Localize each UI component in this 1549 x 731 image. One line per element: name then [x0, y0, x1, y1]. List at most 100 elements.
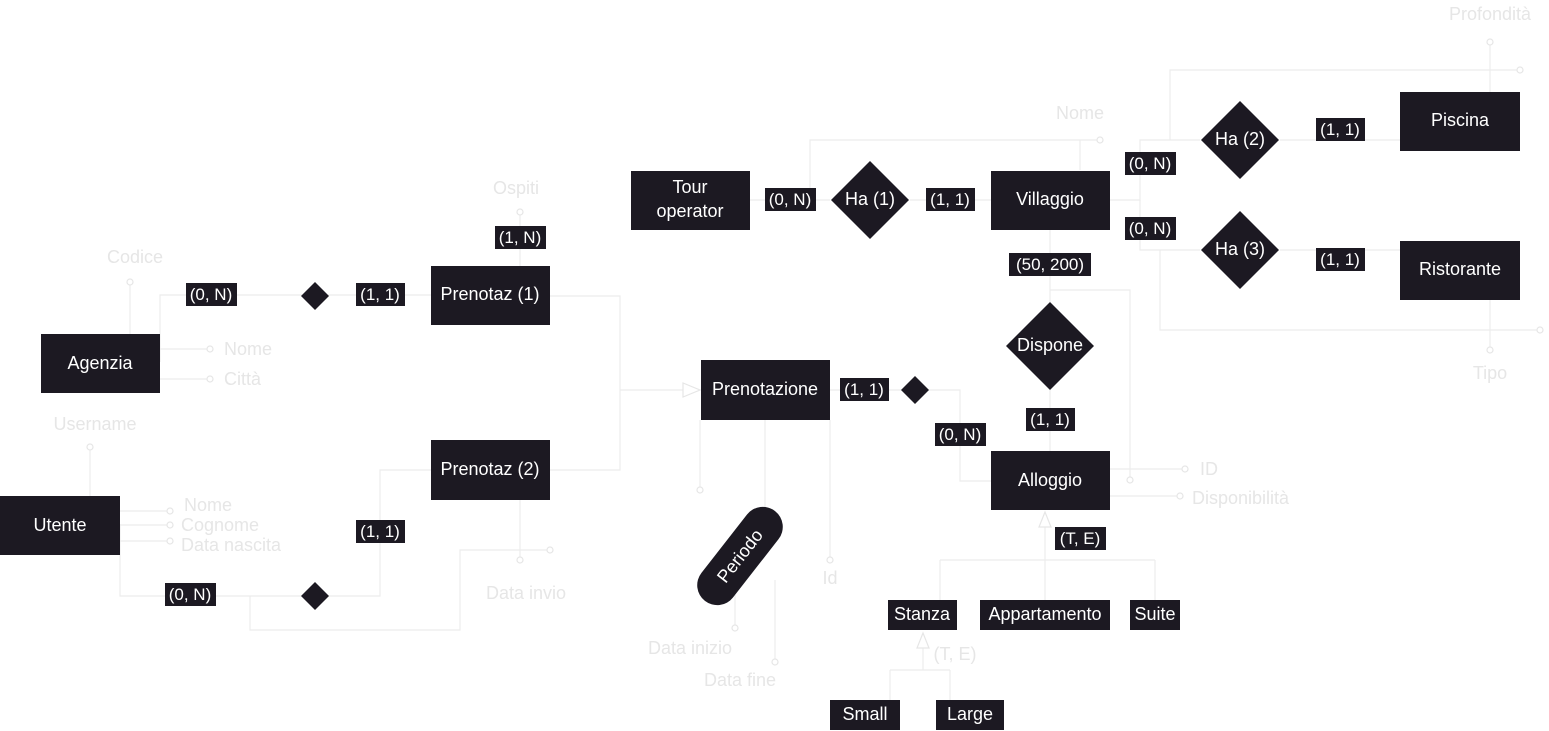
- svg-text:Ospiti: Ospiti: [493, 178, 539, 198]
- attribute-codice: Codice: [107, 247, 163, 286]
- svg-text:Data fine: Data fine: [704, 670, 776, 690]
- entity-suite[interactable]: Suite: [1130, 600, 1180, 630]
- svg-text:(0, N): (0, N): [769, 190, 812, 209]
- svg-text:Stanza: Stanza: [894, 604, 951, 624]
- entity-utente[interactable]: Utente: [0, 496, 120, 555]
- svg-text:Cognome: Cognome: [181, 515, 259, 535]
- attribute-agenzia-nome: Nome: [206, 339, 272, 359]
- relationship-ha-2[interactable]: Ha (2): [1201, 101, 1279, 179]
- entity-villaggio[interactable]: Villaggio: [991, 171, 1110, 230]
- attribute-data-inizio: Data inizio: [648, 624, 739, 658]
- attribute-alloggio-id: ID: [1126, 459, 1218, 484]
- svg-text:Nome: Nome: [1056, 103, 1104, 123]
- cardinality-villaggio-ha2: (0, N): [1125, 152, 1176, 175]
- svg-text:Appartamento: Appartamento: [988, 604, 1101, 624]
- generalization-arrow-alloggio: [1038, 510, 1052, 528]
- entity-tour-operator[interactable]: Tour operator: [631, 171, 750, 230]
- svg-text:(0, N): (0, N): [939, 425, 982, 444]
- attribute-ospiti: Ospiti: [493, 178, 539, 216]
- cardinality-alloggio-prenotazione: (0, N): [935, 423, 986, 446]
- relationship-prenotazione-alloggio[interactable]: [901, 376, 929, 404]
- entity-prenotazione[interactable]: Prenotazione: [701, 360, 830, 420]
- entity-alloggio[interactable]: Alloggio: [991, 451, 1110, 510]
- entity-large[interactable]: Large: [936, 700, 1004, 730]
- cardinality-stanza-isa: (T, E): [934, 644, 977, 664]
- relationship-utente-prenotaz[interactable]: [301, 582, 329, 610]
- svg-text:Prenotaz (1): Prenotaz (1): [440, 284, 539, 304]
- attribute-tipo: Tipo: [1473, 326, 1544, 383]
- entity-piscina[interactable]: Piscina: [1400, 92, 1520, 151]
- svg-text:(1, 1): (1, 1): [1320, 120, 1360, 139]
- svg-text:(T, E): (T, E): [934, 644, 977, 664]
- cardinality-ospiti: (1, N): [495, 226, 546, 249]
- svg-text:Disponibilità: Disponibilità: [1192, 488, 1290, 508]
- cardinality-villaggio-dispone: (50, 200): [1009, 253, 1091, 276]
- svg-text:Dispone: Dispone: [1017, 335, 1083, 355]
- svg-text:(T, E): (T, E): [1060, 529, 1101, 548]
- svg-text:Piscina: Piscina: [1431, 110, 1490, 130]
- relationship-ha-1[interactable]: Ha (1): [831, 161, 909, 239]
- attribute-citta: Città: [206, 369, 262, 389]
- cardinality-utente: (0, N): [165, 583, 216, 606]
- svg-text:Large: Large: [947, 704, 993, 724]
- svg-text:Id: Id: [822, 568, 837, 588]
- svg-text:(1, N): (1, N): [499, 228, 542, 247]
- relationship-ha-3[interactable]: Ha (3): [1201, 211, 1279, 289]
- svg-text:Suite: Suite: [1134, 604, 1175, 624]
- generalization-arrow-stanza: [916, 631, 930, 649]
- svg-text:Data inizio: Data inizio: [648, 638, 732, 658]
- cardinality-piscina: (1, 1): [1316, 118, 1365, 141]
- svg-text:Ha (3): Ha (3): [1215, 239, 1265, 259]
- attribute-data-invio: Data invio: [486, 546, 566, 603]
- svg-text:(0, N): (0, N): [169, 585, 212, 604]
- svg-text:operator: operator: [656, 201, 723, 221]
- attribute-profondita: Profondità: [1449, 4, 1532, 74]
- svg-text:Utente: Utente: [33, 515, 86, 535]
- svg-text:Ha (1): Ha (1): [845, 189, 895, 209]
- generalization-arrow-prenotazione: [682, 382, 702, 398]
- svg-text:(50, 200): (50, 200): [1016, 255, 1084, 274]
- svg-text:(0, N): (0, N): [1129, 154, 1172, 173]
- svg-text:Ha (2): Ha (2): [1215, 129, 1265, 149]
- cardinality-ristorante: (1, 1): [1316, 248, 1365, 271]
- svg-text:Città: Città: [224, 369, 262, 389]
- entity-ristorante[interactable]: Ristorante: [1400, 241, 1520, 300]
- cardinality-alloggio-isa: (T, E): [1055, 527, 1106, 550]
- attribute-data-nascita: Data nascita: [166, 535, 282, 555]
- svg-text:Ristorante: Ristorante: [1419, 259, 1501, 279]
- svg-text:(1, 1): (1, 1): [844, 380, 884, 399]
- svg-text:Data nascita: Data nascita: [181, 535, 282, 555]
- cardinality-villaggio-ha1: (1, 1): [926, 188, 975, 211]
- relationship-dispone[interactable]: Dispone: [1006, 302, 1094, 390]
- entity-prenotaz-2[interactable]: Prenotaz (2): [431, 440, 550, 500]
- attribute-disponibilita: Disponibilità: [1176, 488, 1290, 508]
- svg-text:(1, 1): (1, 1): [1030, 410, 1070, 429]
- svg-text:Username: Username: [53, 414, 136, 434]
- cardinality-prenotaz2: (1, 1): [356, 520, 405, 543]
- entity-appartamento[interactable]: Appartamento: [980, 600, 1110, 630]
- cardinality-dispone-alloggio: (1, 1): [1026, 408, 1075, 431]
- relationship-agenzia-prenotaz[interactable]: [301, 282, 329, 310]
- cardinality-villaggio-ha3: (0, N): [1125, 217, 1176, 240]
- svg-text:(1, 1): (1, 1): [360, 285, 400, 304]
- svg-text:(1, 1): (1, 1): [1320, 250, 1360, 269]
- attribute-username: Username: [53, 414, 137, 451]
- svg-text:Tipo: Tipo: [1473, 363, 1507, 383]
- entity-stanza[interactable]: Stanza: [888, 600, 957, 630]
- svg-text:ID: ID: [1200, 459, 1218, 479]
- entity-prenotaz-1[interactable]: Prenotaz (1): [431, 266, 550, 325]
- svg-text:(1, 1): (1, 1): [930, 190, 970, 209]
- svg-text:Tour: Tour: [672, 177, 707, 197]
- svg-text:Nome: Nome: [184, 495, 232, 515]
- svg-text:(1, 1): (1, 1): [360, 522, 400, 541]
- svg-text:Villaggio: Villaggio: [1016, 189, 1084, 209]
- entity-agenzia[interactable]: Agenzia: [41, 334, 160, 393]
- attribute-data-fine: Data fine: [704, 658, 779, 690]
- attribute-id-prenotazione: Id: [696, 486, 838, 588]
- cardinality-prenotaz1: (1, 1): [356, 283, 405, 306]
- svg-text:Alloggio: Alloggio: [1018, 470, 1082, 490]
- attribute-cognome: Cognome: [166, 515, 259, 535]
- entity-small[interactable]: Small: [830, 700, 900, 730]
- cardinality-prenotazione: (1, 1): [840, 378, 889, 401]
